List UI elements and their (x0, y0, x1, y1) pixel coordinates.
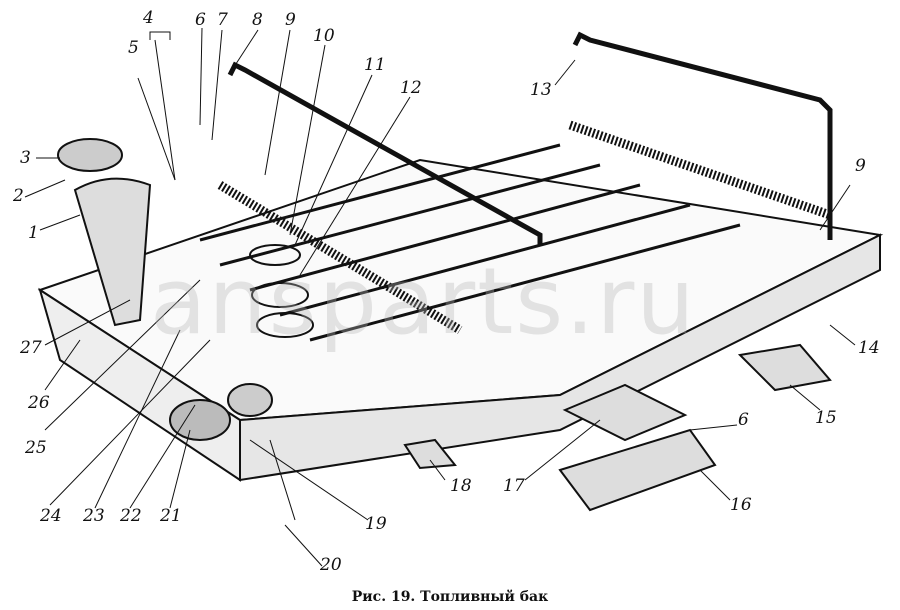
bracket-16 (558, 428, 717, 512)
callout-9-right: 9 (855, 156, 866, 176)
bracket-15 (737, 343, 832, 392)
callout-10: 10 (313, 26, 335, 46)
strap-rear (572, 31, 833, 240)
callout-12: 12 (400, 78, 422, 98)
callout-20: 20 (320, 555, 342, 575)
callout-1: 1 (28, 223, 39, 243)
callout-3: 3 (20, 148, 31, 168)
callout-15: 15 (815, 408, 837, 428)
callout-17: 17 (503, 476, 525, 496)
callout-8: 8 (252, 10, 263, 30)
tank-side-right (239, 233, 881, 482)
callout-23: 23 (83, 506, 105, 526)
callout-11: 11 (364, 55, 386, 75)
callout-6: 6 (195, 10, 206, 30)
callout-25: 25 (25, 438, 47, 458)
callout-18: 18 (450, 476, 472, 496)
callout-22: 22 (120, 506, 142, 526)
callout-19: 19 (365, 514, 387, 534)
callout-27: 27 (20, 338, 42, 358)
callout-26: 26 (28, 393, 50, 413)
callout-13: 13 (530, 80, 552, 100)
callout-2: 2 (13, 186, 24, 206)
callout-24: 24 (40, 506, 62, 526)
filler-neck (73, 177, 152, 327)
callout-5: 5 (128, 38, 139, 58)
callout-6-lower: 6 (738, 410, 749, 430)
callout-4: 4 (143, 8, 154, 28)
bracket-18 (403, 438, 457, 470)
figure-caption: Рис. 19. Топливный бак (351, 589, 549, 605)
callout-9: 9 (285, 10, 296, 30)
callout-14: 14 (858, 338, 880, 358)
callout-7: 7 (217, 10, 228, 30)
callout-16: 16 (730, 495, 752, 515)
callout-21: 21 (160, 506, 182, 526)
filler-cap (57, 138, 123, 172)
plate-17 (562, 383, 688, 442)
tank-ribs (199, 143, 741, 342)
